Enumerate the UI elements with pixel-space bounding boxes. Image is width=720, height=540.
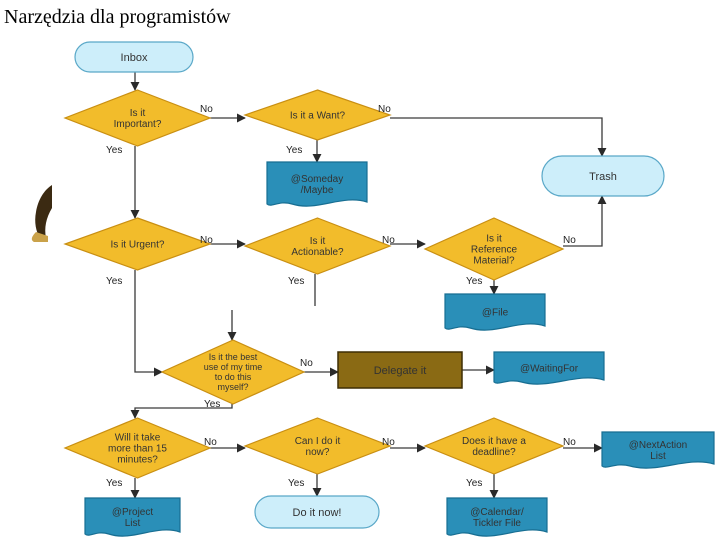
node-want-label: Is it a Want? <box>290 111 346 122</box>
edge-want-trash-no <box>390 117 607 157</box>
edge-label-yes: Yes <box>288 478 304 489</box>
edge-label-yes: Yes <box>466 276 482 287</box>
node-waiting-label: @WaitingFor <box>520 364 579 375</box>
edge-label-no: No <box>382 235 395 246</box>
edge-label-yes: Yes <box>288 276 304 287</box>
node-trash: Trash <box>541 155 665 197</box>
edge-label-yes: Yes <box>286 145 302 156</box>
node-urgent-label: Is it Urgent? <box>111 240 165 251</box>
edge-bestuse-fifteen-yes <box>130 404 233 419</box>
edge-label-yes: Yes <box>204 399 220 410</box>
node-file-label: @File <box>482 308 509 319</box>
node-urgent: Is it Urgent? <box>63 217 212 271</box>
edge-label-no: No <box>563 437 576 448</box>
node-someday-label: @Someday/Maybe <box>291 174 343 196</box>
edge-label-yes: Yes <box>106 276 122 287</box>
node-do-it-now-label: Do it now! <box>293 507 342 519</box>
node-want: Is it a Want? <box>243 89 392 141</box>
edge-label-no: No <box>300 358 313 369</box>
edge-label-no: No <box>382 437 395 448</box>
node-someday: @Someday/Maybe <box>266 161 368 207</box>
node-do-it-now: Do it now! <box>254 495 380 529</box>
node-calendar-label: @Calendar/Tickler File <box>470 507 524 529</box>
edge-label-no: No <box>204 437 217 448</box>
node-file: @File <box>444 293 546 331</box>
edge-label-no: No <box>200 104 213 115</box>
node-calendar: @Calendar/Tickler File <box>446 497 548 537</box>
node-inbox: Inbox <box>74 41 194 73</box>
page-title: Narzędzia dla programistów <box>4 6 231 28</box>
edge-label-yes: Yes <box>106 145 122 156</box>
node-inbox-label: Inbox <box>121 52 148 64</box>
edge-label-no: No <box>200 235 213 246</box>
node-waiting: @WaitingFor <box>493 351 605 385</box>
node-delegate-label: Delegate it <box>374 365 427 377</box>
edge-label-yes: Yes <box>466 478 482 489</box>
person-figure-icon <box>31 185 52 242</box>
node-delegate: Delegate it <box>337 351 463 389</box>
edge-reference-trash-no <box>563 195 607 247</box>
edge-label-no: No <box>378 104 391 115</box>
edge-label-no: No <box>563 235 576 246</box>
edge-label-yes: Yes <box>106 478 122 489</box>
connector-lines <box>130 72 607 499</box>
node-trash-label: Trash <box>589 171 617 183</box>
edge-urgent-bestuse-yes <box>134 270 163 377</box>
